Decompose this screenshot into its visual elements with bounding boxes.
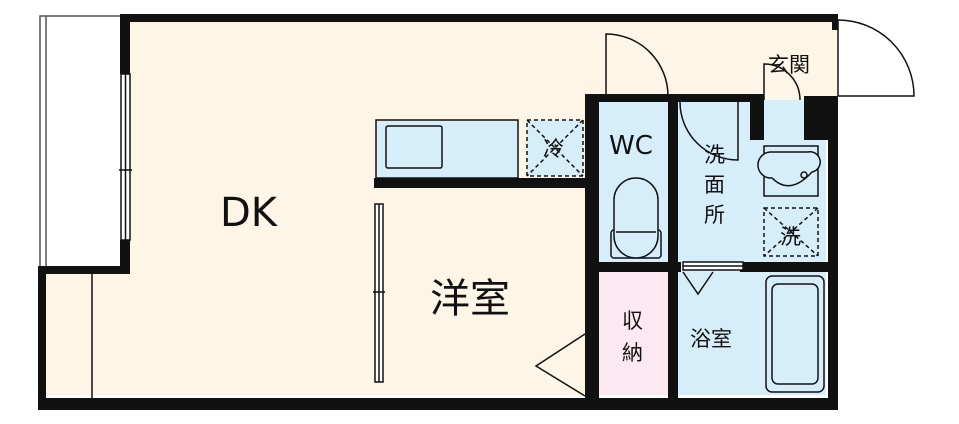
western-room-label: 洋室 [430,276,510,322]
wall-left-lower [120,240,130,272]
entrance-label: 玄関 [768,53,810,77]
storage-label-1: 収 [622,309,643,333]
refrigerator-x [526,119,584,177]
wall-wc-right [668,94,678,410]
walls [38,14,838,410]
washing-machine-x [763,207,819,257]
wall-bottom [38,398,838,410]
washroom-label-1: 洗 [704,143,725,167]
dk-label: DK [220,190,279,236]
wall-right-top [832,14,838,30]
western-room-floor [44,268,379,395]
wall-western-right [585,94,599,410]
refrigerator-x [526,119,584,177]
wall-top [122,14,838,22]
windows [119,73,744,383]
washroom-label-3: 所 [704,203,725,227]
wc-label: WC [609,131,653,161]
entrance-door-swing [837,19,915,97]
wall-mid-horizontal [585,262,681,272]
entrance-inner-door [763,63,801,101]
bathtub-inner [771,283,819,385]
bath-door-marker [682,271,714,296]
bathroom-label: 浴室 [690,327,732,351]
kitchen-sink [385,125,443,169]
toilet-bowl [613,177,659,259]
wall-right [828,96,838,410]
wall-entrance-inner [750,94,764,140]
room-labels: DK 洋室 WC 玄関 洗 面 所 収 納 浴室 冷 洗 [220,53,810,365]
wall-kitchen-divider [374,178,594,188]
wall-left-step [38,266,130,274]
wall-left-upper [120,14,130,74]
doors [91,19,915,398]
storage-floor [598,270,670,395]
wall-bath-top [740,262,838,272]
storage-door [534,333,586,397]
storage-label-2: 納 [622,341,643,365]
washroom-door-swing [679,101,739,161]
washing-machine-label: 洗 [780,225,801,249]
wc-door-swing [605,33,669,97]
wall-entrance-right [804,96,838,140]
balcony [39,15,127,271]
wash-basin-drain [800,171,808,179]
wall-left-outer [38,266,46,410]
washroom-label-2: 面 [704,173,725,197]
balcony-outline [39,15,127,271]
refrigerator-label: 冷 [543,137,564,161]
fixtures [375,119,825,393]
